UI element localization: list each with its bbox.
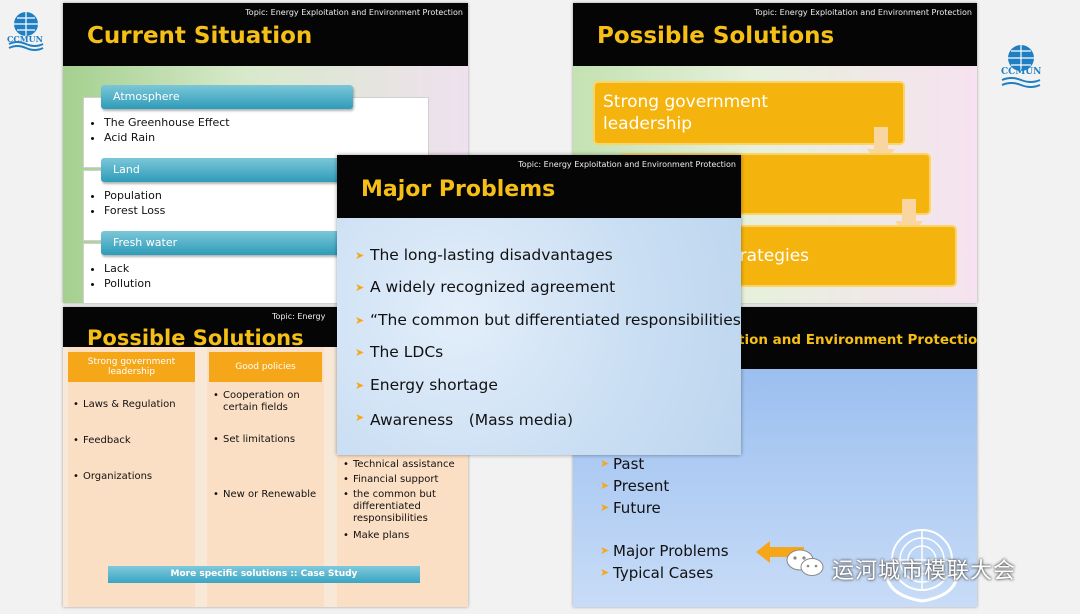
- problem-item: Awareness (Mass media): [355, 408, 573, 430]
- un-emblem-icon: [877, 515, 967, 605]
- problem-item: “The common but differentiated responsib…: [355, 311, 741, 329]
- watermark-text: 运河城市模联大会: [832, 559, 1017, 584]
- column-item: Organizations: [73, 471, 188, 483]
- ccmun-globe-icon: [1001, 45, 1041, 88]
- agenda-item: Past: [600, 455, 644, 473]
- case-study-link: More specific solutions :: Case Study: [108, 566, 420, 583]
- category-item: Pollution: [104, 276, 428, 291]
- slide-topic: Topic: Energy Exploitation and Environme…: [518, 160, 736, 169]
- problem-item: Energy shortage: [355, 376, 498, 394]
- column-item: Set limitations: [213, 434, 318, 446]
- column-header: Strong government leadership: [68, 352, 195, 382]
- column-item: Feedback: [73, 435, 188, 447]
- column-item: New or Renewable: [213, 489, 318, 501]
- ccmun-logo-right: CCMUN: [998, 44, 1044, 92]
- slide-topic: Topic: Energy Exploitation and Environme…: [754, 8, 972, 17]
- slide-major-problems: Topic: Energy Exploitation and Environme…: [337, 155, 741, 455]
- solution-step-label: Strong government leadership: [603, 92, 769, 134]
- slide-title: tion and Environment Protection: [738, 332, 977, 348]
- category-item: Acid Rain: [104, 130, 428, 145]
- problem-item: A widely recognized agreement: [355, 278, 615, 296]
- slide-title-bar: [63, 3, 468, 66]
- slide-title: Current Situation: [87, 23, 313, 49]
- column-header: Good policies: [209, 352, 322, 382]
- problem-item: The LDCs: [355, 343, 443, 361]
- category-label: Fresh water: [101, 231, 353, 255]
- category-label: Land: [101, 158, 353, 182]
- slide-topic: Topic: Energy Exploitation and Environme…: [245, 8, 463, 17]
- column-item: Financial support: [343, 474, 465, 486]
- column-item: Laws & Regulation: [73, 399, 188, 411]
- ccmun-logo-left: CCMUN: [5, 10, 47, 54]
- category-item: Forest Loss: [104, 203, 428, 218]
- ccmun-logo-text: CCMUN: [1001, 67, 1042, 77]
- column-item: Technical assistance: [343, 459, 465, 471]
- solution-step-box: Strong government leadership: [593, 81, 905, 145]
- solution-step-label: trategies: [733, 246, 810, 266]
- slide-title: Major Problems: [361, 177, 556, 202]
- category-item: Population: [104, 188, 428, 203]
- agenda-item: Future: [600, 499, 661, 517]
- slide-title-bar: [573, 3, 977, 66]
- left-arrow-icon: [756, 541, 804, 563]
- slide-title: Possible Solutions: [87, 326, 304, 350]
- slide-topic: Topic: Energy: [272, 312, 326, 321]
- problem-item: The long-lasting disadvantages: [355, 246, 613, 264]
- slide-title: Possible Solutions: [597, 23, 835, 49]
- column-item: Make plans: [343, 530, 465, 542]
- agenda-item: Typical Cases: [600, 564, 713, 582]
- agenda-item: Present: [600, 477, 669, 495]
- ccmun-logo-text: CCMUN: [7, 34, 43, 44]
- agenda-item: Major Problems: [600, 542, 729, 560]
- column-item: Cooperation on certain fields: [213, 390, 313, 414]
- wechat-icon: [785, 548, 825, 578]
- category-item: Lack: [104, 261, 428, 276]
- column-item: the common but differentiated responsibi…: [343, 489, 453, 525]
- category-item: The Greenhouse Effect: [104, 115, 428, 130]
- slide-possible-solutions-columns: Topic: Energy Possible Solutions Strong …: [63, 307, 468, 607]
- category-label: Atmosphere: [101, 85, 353, 109]
- ccmun-globe-icon: [8, 12, 44, 51]
- slide-title-bar: [337, 155, 741, 218]
